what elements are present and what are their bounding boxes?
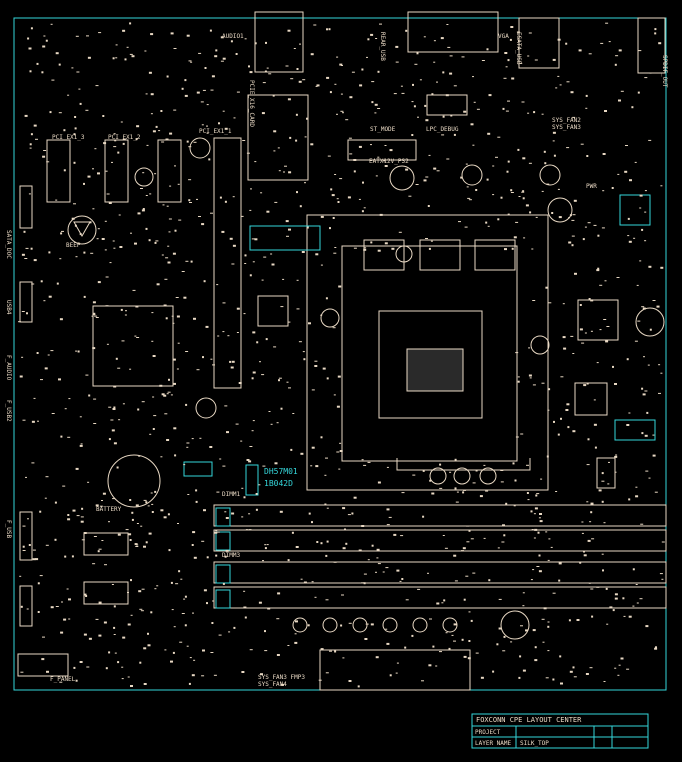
title-layer-label: LAYER NAME	[475, 740, 512, 747]
label-audio: AUDIO1	[222, 33, 244, 40]
pcie-x1-slot-3	[46, 139, 71, 203]
label-st-mode: ST_MODE	[370, 126, 396, 133]
audio-jack	[254, 11, 304, 73]
dimm2	[213, 529, 667, 552]
pcie-x1-slot-1	[157, 139, 182, 203]
board-model-label: DH57M01	[264, 467, 298, 476]
label-dimm1: DIMM1	[222, 491, 241, 498]
label-front-usb: F_USB	[5, 520, 12, 539]
label-pcie-x16: PCIE_X16_CARD	[248, 80, 255, 127]
title-block-frame	[471, 713, 649, 749]
label-vga: VGA	[498, 33, 509, 40]
label-sys-fan3: SYS_FAN3	[552, 124, 581, 131]
label-usb4: USB4	[5, 300, 12, 315]
cpu-core	[406, 348, 464, 392]
label-cpu-fan: SYS_FAN3 FMP3	[258, 674, 305, 681]
title-company: FOXCONN CPE LAYOUT CENTER	[476, 716, 582, 724]
label-sata: SATA_DOC	[5, 230, 12, 259]
beep-buzzer	[67, 215, 97, 245]
pcie-x16-slot	[213, 137, 242, 389]
label-beep: BEEP	[66, 242, 81, 249]
esata-port	[518, 17, 560, 69]
dimm4	[213, 586, 667, 609]
cpu-socket-inner	[341, 245, 518, 462]
socket-latch	[396, 458, 531, 471]
label-esata: ESATA_USB	[515, 32, 522, 65]
label-pcie-x1-2: PCI_EX1_2	[108, 134, 141, 141]
label-front-usb2: F_USB2	[5, 400, 12, 422]
label-pcie-x1-1: PCI_EX1_1	[199, 128, 232, 135]
atx-connector	[319, 649, 471, 691]
label-pwr: PWR	[586, 183, 597, 190]
label-sys-fan4: SYS_FAN4	[258, 681, 287, 688]
pcie-x1-slot-2	[104, 139, 129, 203]
label-lpc-debug: LPC_DEBUG	[426, 126, 459, 133]
title-project-label: PROJECT	[475, 729, 501, 736]
label-rear-usb: REAR_USB	[379, 32, 386, 61]
label-f-panel: F_PANEL	[50, 676, 76, 683]
label-eatx: EATX12V_PS2	[369, 158, 409, 165]
label-battery: BATTERY	[96, 506, 122, 513]
label-dimm3: DIMM3	[222, 552, 241, 559]
vga-port	[407, 11, 499, 53]
label-pcie-x1-3: PCI_EX1_3	[52, 134, 85, 141]
dimm1	[213, 504, 667, 527]
cpu-socket	[306, 214, 549, 491]
label-spdif: SPDIF_OUT	[661, 55, 668, 88]
label-sys-fan2: SYS_FAN2	[552, 117, 581, 124]
dimm3	[213, 561, 667, 584]
board-rev-label: 1B042D	[264, 479, 293, 488]
title-layer-value: SILK_TOP	[520, 740, 549, 747]
chipset	[92, 305, 174, 387]
cpu-die	[378, 310, 483, 419]
eatx-connector	[247, 94, 309, 181]
label-front-audio: F_AUDIO	[5, 355, 12, 381]
battery-holder	[107, 454, 161, 508]
